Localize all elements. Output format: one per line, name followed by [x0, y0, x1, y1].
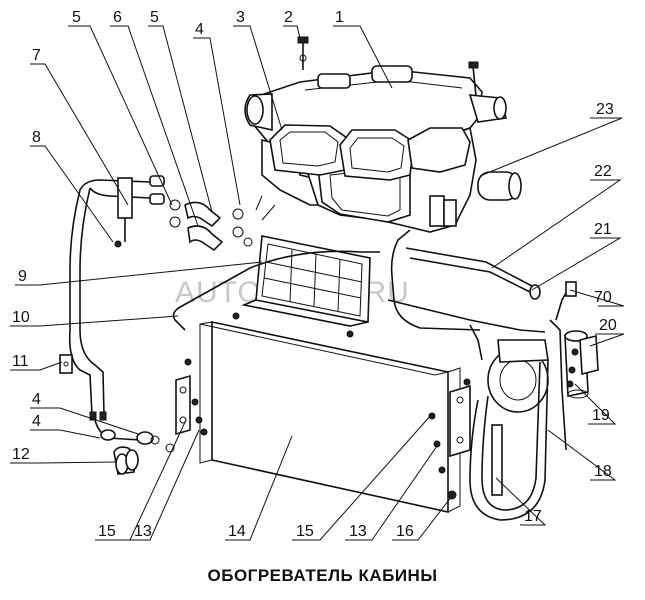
callout-9: 9 [18, 268, 27, 285]
pipes-lower-right [469, 319, 567, 521]
callout-21: 21 [594, 221, 612, 238]
callout-12: 12 [12, 446, 30, 463]
callout-labels: 1 2 3 4 5 6 5 7 8 9 10 11 4 4 12 15 13 1… [12, 9, 617, 540]
bolt-top-right [468, 61, 479, 97]
callout-16: 16 [396, 523, 414, 540]
diagram-caption: ОБОГРЕВАТЕЛЬ КАБИНЫ [207, 566, 438, 585]
callout-5-right: 5 [150, 9, 159, 26]
vent-outlets [269, 124, 471, 181]
hose-assembly-left [68, 175, 276, 421]
callout-15-left: 15 [98, 523, 116, 540]
bracket-11 [59, 354, 73, 374]
callout-3: 3 [236, 9, 245, 26]
callout-20: 20 [599, 317, 617, 334]
refrigerant-lines [172, 229, 546, 361]
callout-10: 10 [12, 309, 30, 326]
air-filter-grille [241, 235, 371, 327]
callout-13-left: 13 [134, 523, 152, 540]
callout-22: 22 [594, 163, 612, 180]
side-brackets [175, 374, 471, 458]
callout-8: 8 [32, 129, 41, 146]
receiver-dryer [487, 339, 549, 413]
callout-23: 23 [596, 101, 614, 118]
callout-4-top: 4 [195, 21, 204, 38]
callout-11: 11 [12, 353, 29, 370]
leader-lines [10, 25, 625, 541]
callout-14: 14 [228, 523, 246, 540]
condenser-core [199, 321, 461, 513]
callout-19: 19 [592, 407, 610, 424]
callout-2: 2 [284, 9, 293, 26]
bolt-2 [297, 36, 309, 70]
callout-15-right: 15 [296, 523, 314, 540]
callout-5-left: 5 [72, 9, 81, 26]
accumulator [555, 281, 599, 399]
callout-18: 18 [594, 463, 612, 480]
callout-6: 6 [113, 9, 122, 26]
callout-4-low: 4 [32, 413, 41, 430]
callout-13-right: 13 [349, 523, 367, 540]
callout-1: 1 [335, 9, 344, 26]
callout-70: 70 [594, 289, 612, 306]
callout-7: 7 [32, 47, 41, 64]
callout-17: 17 [524, 508, 542, 525]
condenser-bolts [184, 312, 471, 500]
callout-4-mid: 4 [32, 391, 41, 408]
fitting-lower-left [94, 419, 175, 475]
